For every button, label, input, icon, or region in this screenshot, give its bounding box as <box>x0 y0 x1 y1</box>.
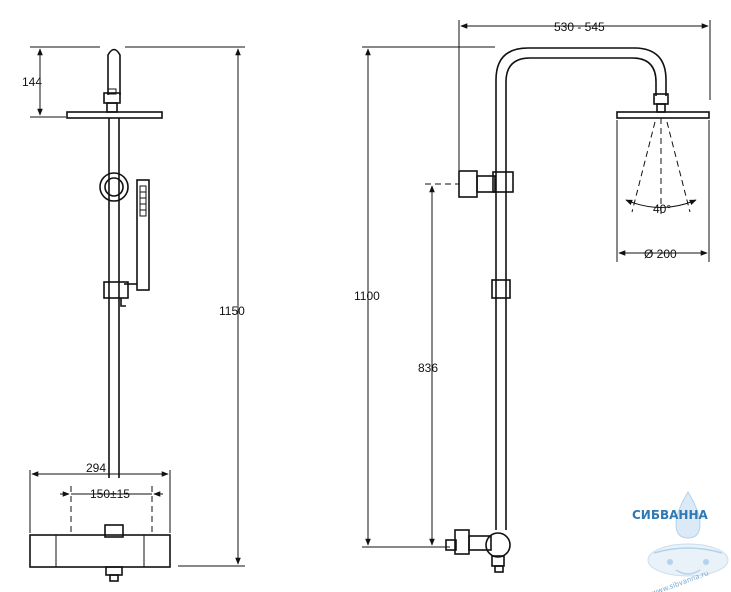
holder-ring <box>99 172 129 202</box>
side-view: 530 - 545 40° Ø 200 <box>354 20 711 573</box>
riser-arm-curve <box>495 47 667 530</box>
mixer-side <box>445 529 511 573</box>
shower-head-plate <box>66 111 163 119</box>
front-view: 144 1150 294 150±15 <box>22 46 245 582</box>
shower-arm-top <box>103 48 121 104</box>
dim-inlet-spacing: 150±15 <box>90 487 130 501</box>
watermark-brand: СИБВАННА <box>632 508 709 522</box>
watermark-logo <box>647 491 729 577</box>
hose-connector <box>103 281 129 299</box>
dim-projection: 530 - 545 <box>554 20 605 34</box>
dim-spray-angle: 40° <box>653 202 671 216</box>
spray-cone <box>625 118 697 215</box>
thermostatic-mixer <box>29 524 171 582</box>
dim-head-diameter: Ø 200 <box>644 247 677 261</box>
dim-mixer-width: 294 <box>86 461 106 475</box>
handshower <box>124 179 150 291</box>
dim-top-height: 144 <box>22 75 42 89</box>
dim-total-height-left: 1150 <box>219 304 245 318</box>
riser-clamp <box>491 279 511 299</box>
dim-total-height-right: 1100 <box>354 289 380 303</box>
dim-holder-height: 836 <box>418 361 438 375</box>
shower-head-side <box>616 111 710 119</box>
handshower-holder-side <box>458 170 514 198</box>
